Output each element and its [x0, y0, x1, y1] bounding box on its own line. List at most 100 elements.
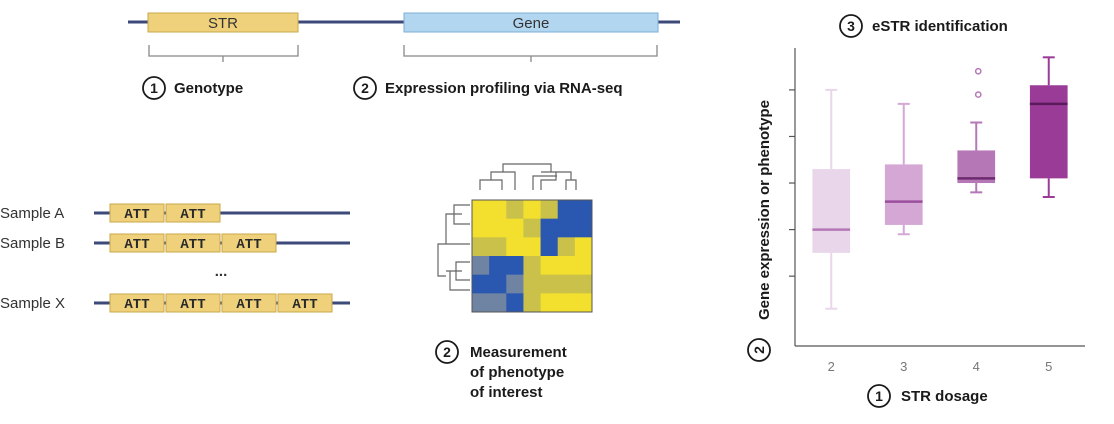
repeat-box [277, 293, 333, 313]
heatmap-caption: 2 Measurement of phenotype of interest [435, 340, 567, 401]
xlabel-number: 1 [875, 388, 883, 404]
ellipsis: ... [215, 263, 228, 280]
heatmap-cell [506, 237, 524, 257]
heatmap-cell [523, 293, 542, 313]
heatmap-cell [472, 237, 490, 257]
x-tick-label: 2 [828, 359, 835, 374]
heatmap-cell [506, 200, 524, 220]
outlier-point [974, 67, 982, 75]
repeat-box [221, 293, 277, 313]
heatmap-cell [557, 200, 576, 220]
repeat-box [165, 203, 221, 223]
step2-label: Expression profiling via RNA-seq [385, 80, 623, 97]
heatmap-cell [489, 274, 507, 294]
repeat-box [165, 233, 221, 253]
boxes [812, 56, 1068, 310]
heatmap-cell [574, 256, 593, 276]
heatmap-cell [523, 237, 542, 257]
gene-box [403, 12, 659, 33]
heatmap-cell [574, 293, 593, 313]
repeat-box [109, 203, 165, 223]
sample-label: Sample A [0, 205, 64, 222]
gene-bracket [403, 45, 658, 62]
heatmap-cell [574, 218, 593, 238]
heatmap-cell [540, 274, 559, 294]
heatmap-cell [574, 200, 593, 220]
heatmap-cell [489, 200, 507, 220]
heatmap-cell [557, 218, 576, 238]
heatmap-cell [557, 293, 576, 313]
heatmap-cell [557, 274, 576, 294]
heatmap-step-circle-icon [435, 340, 459, 364]
repeat-text: ATT [180, 297, 205, 313]
repeat-text: ATT [124, 207, 149, 223]
heatmap-cell [540, 237, 559, 257]
box-2 [812, 88, 851, 310]
repeat-text: ATT [292, 297, 317, 313]
heatmap-cell [540, 218, 559, 238]
heatmap-cell [506, 274, 524, 294]
repeat-text: ATT [124, 237, 149, 253]
str-bracket [148, 45, 299, 62]
heatmap-cell [523, 218, 542, 238]
caption-line: of interest [470, 384, 543, 401]
box-body [812, 169, 851, 253]
heatmap-cell [472, 274, 490, 294]
heatmap-cell [472, 218, 490, 238]
step2-circle-icon [353, 76, 377, 100]
heatmap-cell [472, 293, 490, 313]
x-tick-label: 5 [1045, 359, 1052, 374]
repeat-box [165, 293, 221, 313]
caption-line: of phenotype [470, 364, 564, 381]
title-number: 3 [847, 18, 855, 34]
y-axis-label: Gene expression or phenotype [756, 100, 773, 320]
heatmap-cell [523, 200, 542, 220]
x-tick-label: 3 [900, 359, 907, 374]
repeat-text: ATT [180, 237, 205, 253]
heatmap-cell [489, 218, 507, 238]
sample-row: Sample A ATT ATT [0, 203, 350, 223]
step1-circle-icon [142, 76, 166, 100]
box-body [884, 164, 923, 225]
str-box [147, 12, 299, 33]
heatmap-cell [574, 274, 593, 294]
heatmap-cell [523, 274, 542, 294]
heatmap-cell [540, 200, 559, 220]
heatmap-cell [506, 256, 524, 276]
step1-number: 1 [150, 80, 158, 96]
sample-label: Sample X [0, 295, 65, 312]
y-ticks [789, 89, 795, 277]
left-dendrogram [437, 204, 470, 291]
ylabel-number: 2 [751, 346, 767, 354]
heatmap-border [471, 199, 593, 313]
repeat-text: ATT [180, 207, 205, 223]
repeat-text: ATT [236, 297, 261, 313]
sample-label: Sample B [0, 235, 65, 252]
sample-row: Sample X ATT ATT ATT ATT [0, 293, 350, 313]
title-circle-icon [839, 14, 863, 38]
gene-schematic: STR Gene 1 Genotype 2 Expression profili… [128, 12, 680, 100]
repeat-text: ATT [124, 297, 149, 313]
str-label: STR [208, 15, 238, 32]
x-axis-label: STR dosage [901, 388, 988, 405]
gene-label: Gene [513, 15, 550, 32]
xlabel-circle-icon [867, 384, 891, 408]
step2-number: 2 [361, 80, 369, 96]
box-3 [884, 102, 923, 236]
heatmap-cell [506, 218, 524, 238]
x-tick-label: 4 [973, 359, 980, 374]
heatmap-step-number: 2 [443, 344, 451, 360]
box-5 [1029, 56, 1068, 198]
heatmap-grid [472, 200, 593, 313]
heatmap-cell [489, 237, 507, 257]
box-4 [957, 67, 996, 194]
chart-title: eSTR identification [872, 18, 1008, 35]
heatmap-cell [557, 237, 576, 257]
caption-line: Measurement [470, 344, 567, 361]
samples-panel: Sample A ATT ATT Sample B ATT ATT ATT ..… [0, 203, 350, 313]
x-ticks: 2 3 4 5 [828, 359, 1053, 374]
heatmap-cell [523, 256, 542, 276]
heatmap-cell [472, 256, 490, 276]
repeat-box [109, 233, 165, 253]
heatmap-cell [472, 200, 490, 220]
